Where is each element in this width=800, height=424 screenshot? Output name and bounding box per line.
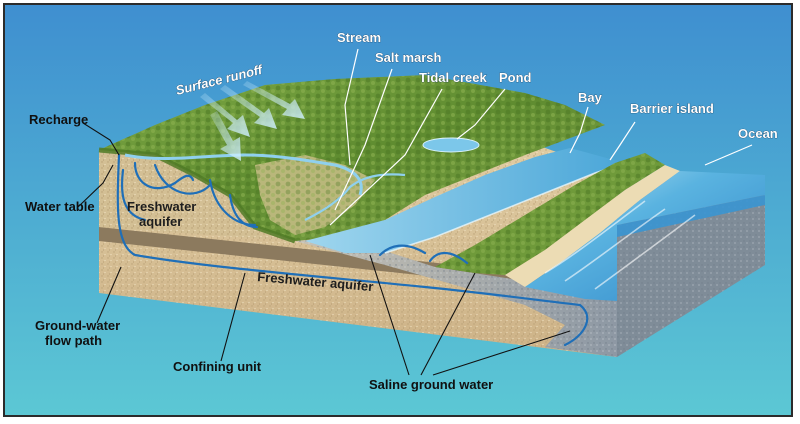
label-saline-ground-water: Saline ground water xyxy=(369,377,493,392)
label-water-table: Water table xyxy=(25,199,95,214)
label-barrier-island: Barrier island xyxy=(630,101,714,116)
coastal-groundwater-diagram: Stream Salt marsh Tidal creek Pond Bay B… xyxy=(5,5,793,417)
label-ground-water-2: flow path xyxy=(45,333,102,348)
label-stream: Stream xyxy=(337,30,381,45)
label-tidal-creek: Tidal creek xyxy=(419,70,487,85)
label-pond: Pond xyxy=(499,70,532,85)
label-ocean: Ocean xyxy=(738,126,778,141)
label-salt-marsh: Salt marsh xyxy=(375,50,442,65)
label-freshwater-aquifer-upper-2: aquifer xyxy=(139,214,182,229)
label-recharge: Recharge xyxy=(29,112,88,127)
label-confining-unit: Confining unit xyxy=(173,359,262,374)
label-freshwater-aquifer-upper-1: Freshwater xyxy=(127,199,196,214)
label-ground-water-1: Ground-water xyxy=(35,318,120,333)
label-bay: Bay xyxy=(578,90,603,105)
diagram-frame: Stream Salt marsh Tidal creek Pond Bay B… xyxy=(3,3,793,417)
pond-water xyxy=(423,138,479,152)
